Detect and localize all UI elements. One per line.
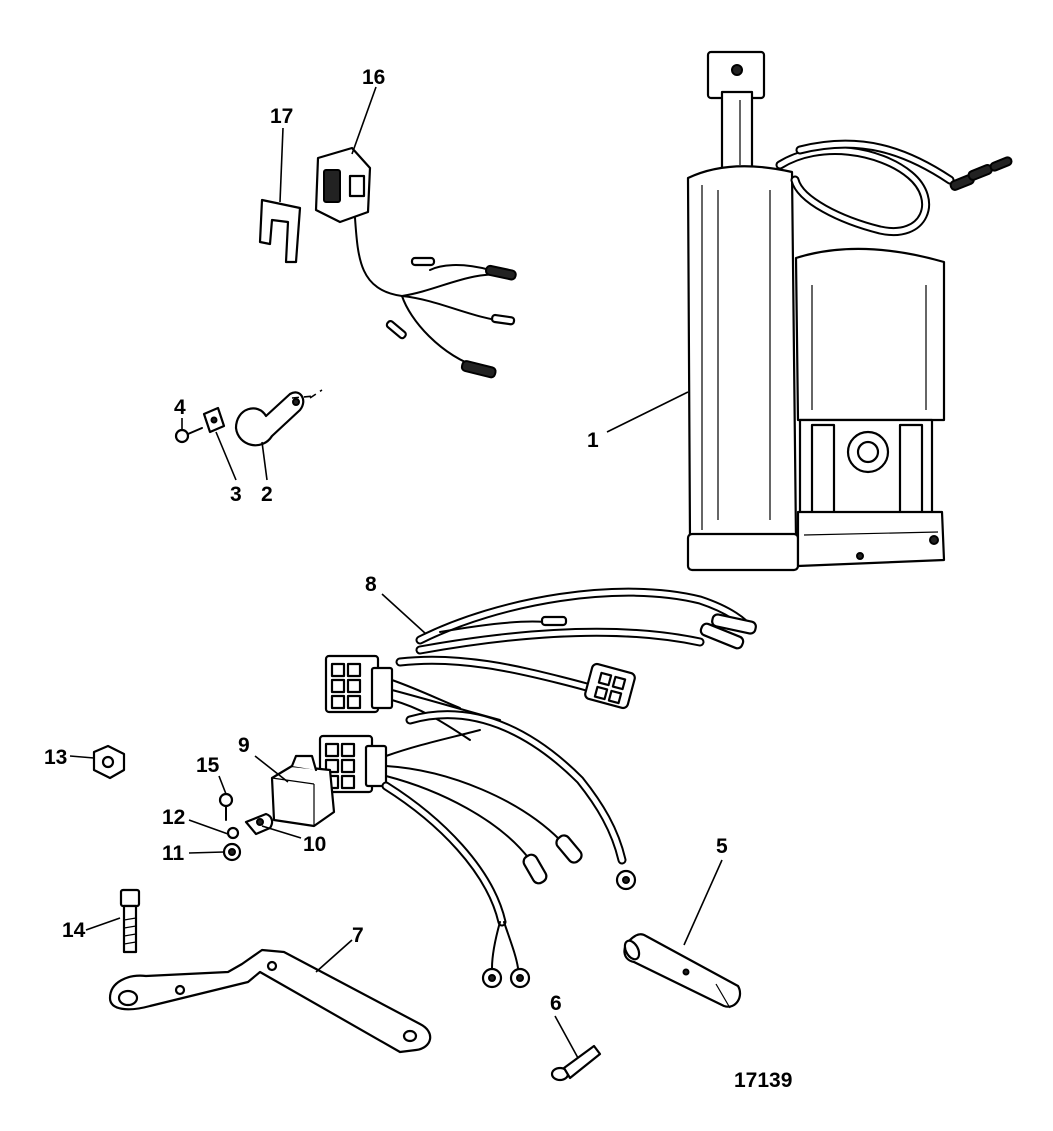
- callout-3: 3: [230, 483, 242, 506]
- part-4-screw: [174, 427, 203, 444]
- callout-6: 6: [550, 992, 562, 1015]
- part-7-bracket: [108, 948, 432, 1054]
- callout-12: 12: [162, 806, 185, 829]
- callout-labels: 1 2 3 4 5 6 7 8 9 10 11 12 13 14 15 16 1…: [44, 66, 728, 1015]
- callout-8: 8: [365, 573, 377, 596]
- part-12-washer: [226, 826, 240, 840]
- callout-17: 17: [270, 105, 293, 128]
- callout-14: 14: [62, 919, 86, 942]
- callout-2: 2: [261, 483, 273, 506]
- callout-7: 7: [352, 924, 364, 947]
- figure-number: 17139: [734, 1069, 792, 1092]
- part-2-cable-clamp: [234, 391, 305, 447]
- callout-5: 5: [716, 835, 728, 858]
- part-5-pivot-pin: [623, 933, 742, 1009]
- part-11-nut: [222, 842, 242, 862]
- part-13-grommet: [92, 744, 126, 780]
- part-8-wiring-harness: [318, 587, 757, 989]
- callout-1: 1: [587, 429, 599, 452]
- part-16-trim-switch: [314, 146, 517, 379]
- assembly-line: [309, 389, 323, 399]
- part-15-screw: [218, 792, 234, 821]
- callout-15: 15: [196, 754, 220, 777]
- part-6-clevis-pin: [550, 1044, 602, 1082]
- part-3-washer: [202, 406, 226, 434]
- part-17-retaining-clip: [258, 198, 302, 264]
- callout-11: 11: [162, 842, 185, 865]
- part-14-bolt: [119, 888, 141, 954]
- callout-4: 4: [174, 396, 186, 419]
- part-10-relay-bracket: [244, 812, 274, 836]
- callout-16: 16: [362, 66, 385, 89]
- part-1-pump-motor-assembly: [686, 50, 1013, 572]
- callout-9: 9: [238, 734, 250, 757]
- leader-lines: [69, 86, 723, 1059]
- callout-13: 13: [44, 746, 67, 769]
- assembly-line: [291, 395, 315, 399]
- callout-10: 10: [303, 833, 326, 856]
